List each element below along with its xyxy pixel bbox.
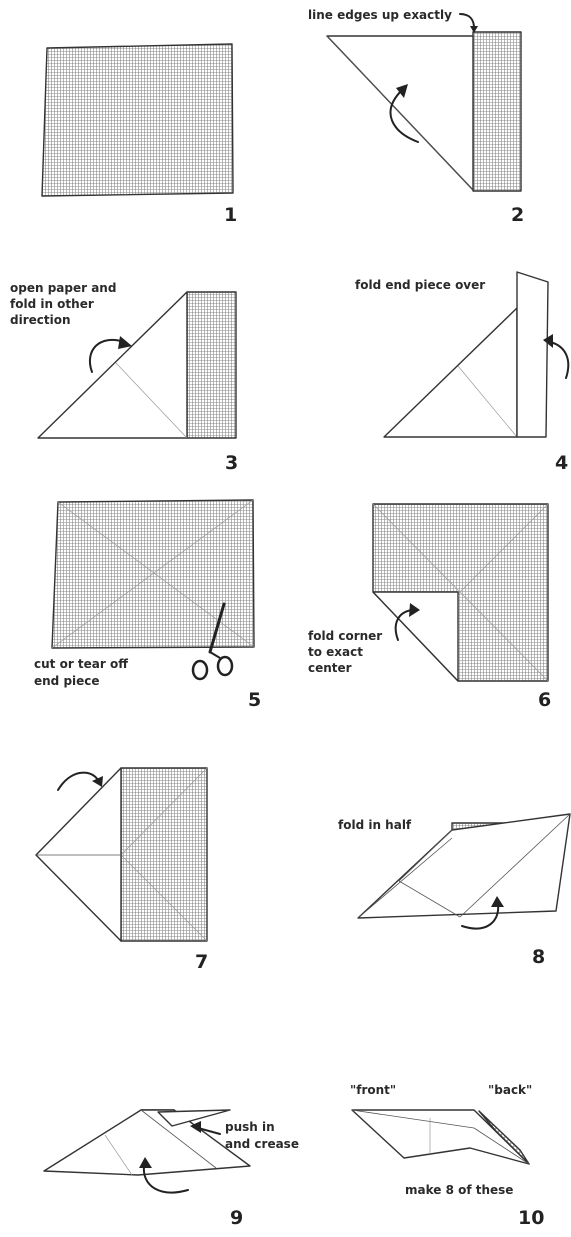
step-3-caption-line-2: fold in other	[10, 297, 94, 311]
step-3-caption-line-3: direction	[10, 313, 71, 327]
step-2-pointer-arrow	[459, 13, 475, 29]
step-5-caption-line-1: cut or tear off	[34, 657, 128, 671]
step-7: 7	[35, 767, 208, 973]
step-7-square-paper	[120, 767, 208, 942]
step-1-square-paper	[41, 43, 234, 197]
step-1: 1	[41, 43, 237, 226]
step-3-number: 3	[225, 452, 238, 474]
step-5-caption-line-2: end piece	[34, 674, 100, 688]
step-7-number: 7	[195, 951, 208, 973]
step-9-fold-arrow	[142, 1165, 189, 1194]
step-10-number: 10	[518, 1207, 544, 1229]
step-3-caption-line-1: open paper and	[10, 281, 116, 295]
step-5-number: 5	[248, 689, 261, 711]
step-4: fold end piece over 4	[355, 271, 570, 474]
step-9-top-flap	[157, 1109, 231, 1127]
step-2-fold-arrow	[389, 89, 419, 143]
step-3-folded-triangle	[37, 291, 188, 439]
step-6: fold corner to exact center 6	[308, 503, 551, 711]
step-8-caption: fold in half	[338, 818, 412, 832]
step-4-fold-arrow	[549, 341, 570, 379]
step-8-folded-body	[357, 813, 571, 919]
step-1-number: 1	[224, 204, 237, 226]
step-6-number: 6	[538, 689, 551, 711]
step-8: fold in half 8	[338, 813, 571, 968]
step-10-folded-unit	[351, 1109, 530, 1165]
step-2-end-strip	[472, 31, 522, 192]
step-3: open paper and fold in other direction 3	[10, 281, 238, 474]
step-4-caption: fold end piece over	[355, 278, 485, 292]
step-6-fold-arrow	[394, 609, 413, 641]
step-2: line edges up exactly 2	[308, 8, 524, 226]
step-7-fold-arrow	[57, 771, 99, 791]
step-4-end-piece-folded-over	[516, 271, 549, 438]
step-9-caption-line-2: and crease	[225, 1137, 299, 1151]
step-7-left-flap	[35, 767, 122, 942]
step-2-number: 2	[511, 204, 524, 226]
step-4-number: 4	[555, 452, 568, 474]
step-2-caption: line edges up exactly	[308, 8, 452, 22]
step-9-push-arrow	[197, 1127, 221, 1135]
step-3-end-strip	[186, 291, 237, 439]
step-9-folded-body	[43, 1109, 251, 1176]
step-8-number: 8	[532, 946, 545, 968]
step-9-number: 9	[230, 1207, 243, 1229]
step-6-caption-line-1: fold corner	[308, 629, 382, 643]
step-10: "front" "back" make 8 of these 10	[350, 1083, 544, 1229]
step-8-fold-arrow	[461, 903, 500, 930]
step-6-folded-corner	[372, 591, 459, 682]
step-10-front-label: "front"	[350, 1083, 396, 1097]
step-6-caption-line-2: to exact	[308, 645, 363, 659]
step-10-back-label: "back"	[488, 1083, 532, 1097]
scissors-icon	[191, 602, 234, 681]
step-3-fold-arrow	[89, 339, 125, 373]
step-9: push in and crease 9	[43, 1109, 299, 1229]
step-9-caption-line-1: push in	[225, 1120, 275, 1134]
step-6-caption-line-3: center	[308, 661, 352, 675]
step-4-folded-triangle	[383, 307, 518, 438]
step-5: cut or tear off end piece 5	[34, 499, 261, 711]
step-10-caption: make 8 of these	[405, 1183, 513, 1197]
